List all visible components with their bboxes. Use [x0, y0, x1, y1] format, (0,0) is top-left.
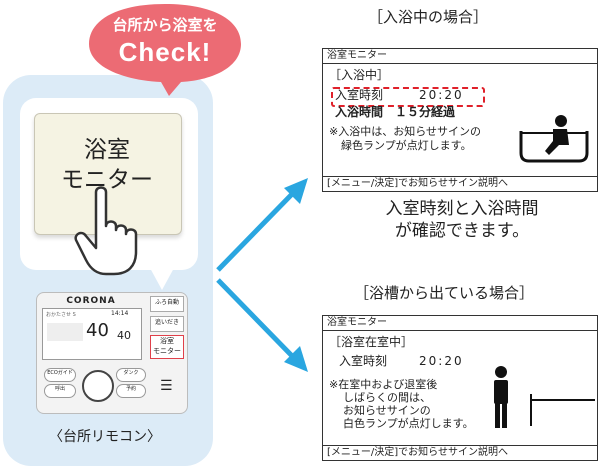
scene2-status: ［浴室在室中］	[329, 335, 414, 349]
remote-temp-main: 40	[86, 320, 109, 341]
scene1-caption: 入室時刻と入浴時間 が確認できます。	[385, 199, 539, 241]
scene1-status: ［入浴中］	[329, 68, 390, 82]
remote-button-bath-monitor[interactable]: 浴室 モニター	[150, 335, 184, 359]
arrow-down-right-icon	[216, 278, 308, 372]
scene1-bath-value: １５分経過	[395, 105, 456, 119]
scene1-footer: [メニュー/決定]でお知らせサイン説明へ	[323, 176, 597, 191]
remote-dial[interactable]	[82, 370, 114, 402]
scene2-footer: [メニュー/決定]でお知らせサイン説明へ	[323, 445, 597, 460]
menu-icon[interactable]: ☰	[160, 378, 173, 394]
remote-button-call[interactable]: 呼出	[44, 384, 76, 398]
scene2-header: 浴室モニター	[323, 316, 597, 331]
check-badge	[89, 4, 241, 96]
remote-button-auto-bath[interactable]: ふろ自動	[150, 296, 184, 312]
remote-display-graphic	[47, 323, 83, 341]
remote-display-mode: おかたさせ S	[46, 312, 76, 318]
scene1-note-line1: ※入浴中は、お知らせサインの	[329, 125, 481, 138]
scene2-note-line3: お知らせサインの	[343, 404, 431, 417]
arrow-up-right-icon	[216, 178, 308, 272]
scene2-note-line1: ※在室中および退室後	[329, 378, 438, 391]
bath-monitor-button-zoom[interactable]	[34, 113, 182, 235]
remote-button-eco[interactable]: ECOガイド	[44, 368, 76, 382]
badge-text-kitchen-to-bath: 台所から浴室を	[112, 16, 218, 34]
scene1-note-line2: 緑色ランプが点灯します。	[341, 139, 472, 152]
person-standing-icon	[494, 366, 595, 428]
arrows	[216, 178, 308, 372]
scene1-entry-time: 20:20	[419, 88, 464, 102]
scene2-title: ［浴槽から出ている場合］	[354, 284, 535, 302]
scene1-monitor-screen: 浴室モニター ［入浴中］ 入室時刻 20:20 入浴時間 １５分経過 ※入浴中は…	[322, 48, 598, 192]
remote-temp-sub: 40	[117, 329, 131, 342]
brand-label: CORONA	[66, 296, 116, 306]
remote-button-reheat[interactable]: 追いだき	[150, 316, 184, 332]
badge-text-check: Check!	[118, 37, 212, 67]
remote-button-reserve[interactable]: 予約	[116, 384, 146, 398]
scene1-header: 浴室モニター	[323, 49, 597, 64]
person-in-bathtub-icon	[519, 115, 589, 163]
pointing-hand-icon	[74, 186, 138, 276]
scene1-bath-label: 入浴時間	[335, 105, 384, 119]
callout-tail	[150, 268, 174, 290]
scene1-title: ［入浴中の場合］	[368, 8, 489, 26]
scene1-entry-label: 入室時刻	[335, 88, 384, 102]
scene2-entry-label: 入室時刻	[339, 354, 388, 368]
remote-display-time: 14:14	[111, 310, 129, 317]
scene2-entry-time: 20:20	[419, 354, 464, 368]
bath-monitor-button-label: 浴室 モニター	[61, 137, 153, 193]
remote-display: おかたさせ S 14:14	[42, 308, 142, 360]
scene2-note-line2: しばらくの間は、	[343, 391, 431, 404]
scene2-note-line4: 白色ランプが点灯します。	[343, 417, 474, 430]
remote-button-tank[interactable]: ダンク	[116, 368, 146, 382]
scene2-monitor-screen: 浴室モニター ［浴室在室中］ 入室時刻 20:20 ※在室中および退室後 しばら…	[322, 315, 598, 461]
remote-label: 〈台所リモコン〉	[49, 429, 161, 445]
scene1-highlight-box	[331, 87, 485, 107]
